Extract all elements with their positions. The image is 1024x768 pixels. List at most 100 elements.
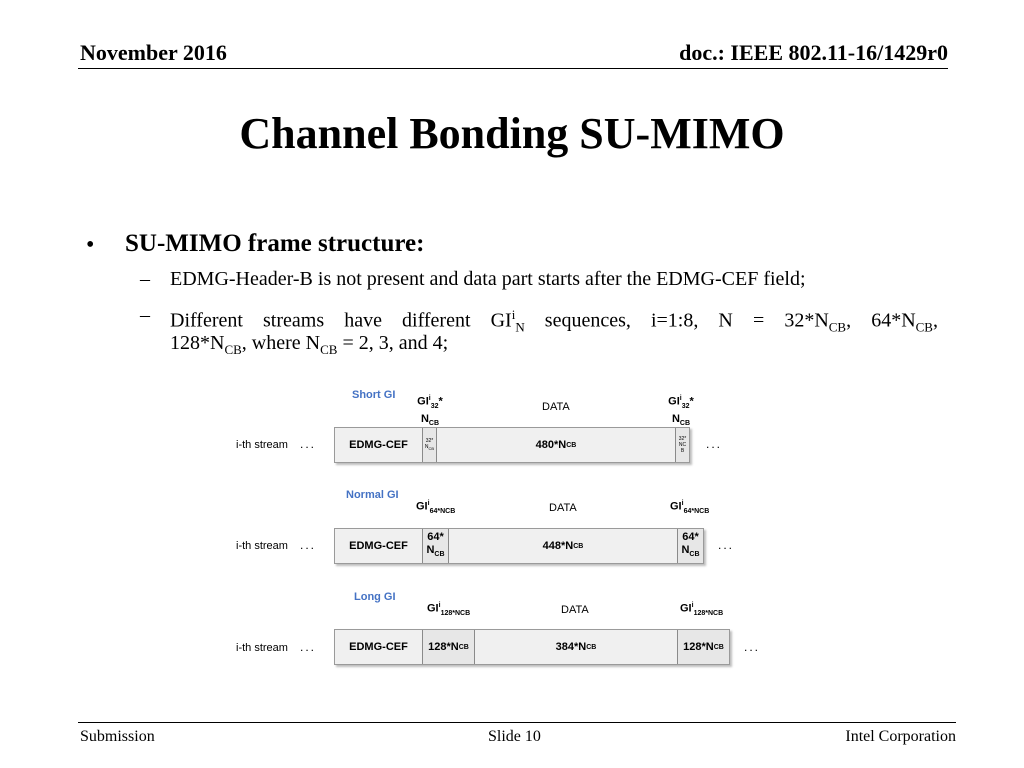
gi-field-left: 64* NCB — [423, 529, 449, 563]
header-date: November 2016 — [80, 40, 227, 65]
gi-sup: i — [679, 395, 682, 402]
gi-field-right: 32* NC B — [675, 428, 689, 462]
slide-title: Channel Bonding SU-MIMO — [239, 109, 785, 158]
stream-label-normal: i-th stream — [236, 540, 288, 552]
cb-sub: CB — [713, 643, 724, 651]
gi-sup: i — [438, 602, 441, 609]
stream-label-short: i-th stream — [236, 439, 288, 451]
bullet-heading: SU-MIMO frame structure: — [125, 230, 425, 257]
short-gi-label-left: GIi32* NCB — [413, 392, 447, 430]
gi-sub: 64*NCB — [683, 507, 710, 515]
gi-sub: 32 — [681, 402, 690, 410]
cb-sub: CB — [434, 551, 445, 559]
gi-text: GI — [416, 500, 428, 513]
gi-sub: 32 — [430, 402, 439, 410]
gi-field-right: 64* NCB — [677, 529, 703, 563]
data-text: 384*N — [555, 641, 587, 653]
short-gi-label-right: GIi32* NCB — [664, 392, 698, 430]
long-data-label: DATA — [561, 604, 589, 616]
sub-bullet-1: EDMG-Header-B is not present and data pa… — [170, 268, 806, 290]
cell-text: 128*N — [683, 641, 714, 653]
gi-sup: i — [428, 395, 431, 402]
cell-text: 64* — [682, 530, 699, 543]
long-gi-label-left: GIi128*NCB — [427, 602, 470, 617]
cb-sub: CB — [573, 542, 584, 550]
text-run: 128*N — [170, 332, 225, 354]
gi-sub: 64*NCB — [429, 507, 456, 515]
dots-right-long: ... — [744, 640, 761, 654]
normal-data-label: DATA — [549, 502, 577, 514]
star: * — [689, 395, 694, 408]
cb-sub: CB — [428, 420, 440, 428]
header-divider — [78, 68, 948, 69]
edmg-cef-field: EDMG-CEF — [335, 428, 423, 462]
tiny-sub: CB — [428, 446, 435, 451]
cb-sub: CB — [458, 643, 469, 651]
text-run: sequences, i=1:8, N = 32*N — [524, 309, 829, 332]
tiny-text: 32* — [678, 436, 687, 442]
cb-sub: CB — [586, 643, 597, 651]
footer-slide-number: Slide 10 — [488, 728, 541, 745]
dots-right-short: ... — [706, 437, 723, 451]
gi-field-left: 32* NCB — [423, 428, 437, 462]
sub-cb: CB — [224, 342, 242, 357]
text-run: , — [932, 309, 938, 332]
footer-divider — [78, 722, 956, 723]
cell-text: 64* — [427, 530, 444, 543]
data-text: 480*N — [535, 439, 567, 451]
footer-submission: Submission — [80, 728, 155, 745]
long-gi-title: Long GI — [354, 591, 396, 603]
normal-gi-title: Normal GI — [346, 489, 399, 501]
sub-cb: CB — [320, 342, 338, 357]
sub-n: N — [515, 319, 525, 335]
bullet-marker: • — [86, 232, 95, 258]
gi-text: GI — [668, 395, 680, 408]
dots-left-short: ... — [300, 437, 317, 451]
cell-text: N — [426, 543, 435, 556]
data-text: 448*N — [542, 540, 574, 552]
gi-sup: i — [427, 500, 430, 507]
normal-gi-label-right: GIi64*NCB — [670, 500, 709, 515]
gi-sub: 128*NCB — [693, 609, 724, 617]
tiny-text: N — [424, 444, 429, 450]
stream-label-long: i-th stream — [236, 642, 288, 654]
sub-cb: CB — [915, 319, 933, 335]
text-run: , 64*N — [846, 309, 916, 332]
tiny-text: 32* — [425, 438, 434, 444]
edmg-cef-field: EDMG-CEF — [335, 529, 423, 563]
gi-text: GI — [680, 602, 692, 615]
tiny-text: B — [680, 448, 685, 454]
n-text: N — [420, 412, 429, 425]
cb-sub: CB — [689, 551, 700, 559]
n-text: N — [671, 412, 680, 425]
gi-text: GI — [417, 395, 429, 408]
text-run: = 2, 3, and 4; — [337, 332, 449, 354]
header-doc-id: doc.: IEEE 802.11-16/1429r0 — [679, 40, 948, 65]
gi-text: GI — [670, 500, 682, 513]
sub-bullet-dash-1: – — [140, 268, 150, 290]
dots-right-normal: ... — [718, 538, 735, 552]
gi-sup: i — [681, 500, 684, 507]
edmg-cef-field: EDMG-CEF — [335, 630, 423, 664]
gi-sup: i — [691, 602, 694, 609]
short-gi-frame-row: EDMG-CEF 32* NCB 480*N CB 32* NC B — [334, 427, 690, 463]
dots-left-normal: ... — [300, 538, 317, 552]
cell-text: N — [681, 543, 690, 556]
gi-text: GI — [427, 602, 439, 615]
long-gi-label-right: GIi128*NCB — [680, 602, 723, 617]
star: * — [438, 395, 443, 408]
sup-i: i — [511, 307, 516, 322]
sub-bullet-dash-2: – — [140, 304, 150, 326]
sub-cb: CB — [828, 319, 847, 335]
sub-bullet-2-line-2: 128*NCB, where NCB = 2, 3, and 4; — [170, 328, 448, 365]
short-gi-title: Short GI — [352, 389, 396, 401]
short-data-label: DATA — [542, 401, 570, 413]
text-run: , where N — [241, 332, 321, 354]
